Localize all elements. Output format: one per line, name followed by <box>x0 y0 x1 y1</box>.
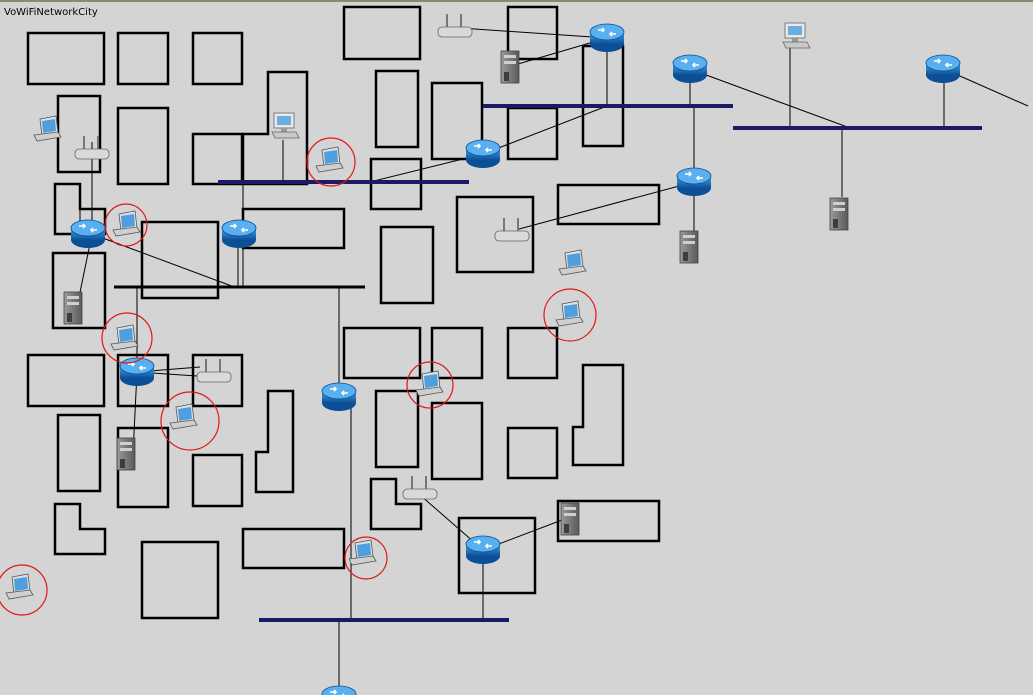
router-icon <box>465 139 501 169</box>
router-icon <box>465 535 501 565</box>
laptop-icon <box>169 403 198 430</box>
router-icon <box>70 219 106 249</box>
router-icon <box>221 219 257 249</box>
wireless-range-circle <box>104 203 148 247</box>
bus-lines <box>218 104 982 622</box>
wireless-range-circle <box>344 536 388 580</box>
access-point-icon <box>437 13 473 38</box>
wireless-range-circle <box>160 391 220 451</box>
router-icon <box>119 357 155 387</box>
server-icon <box>63 291 83 325</box>
router-icon <box>589 23 625 53</box>
workstation-icon <box>782 22 811 49</box>
access-point-icon <box>494 217 530 242</box>
server-icon <box>500 50 520 84</box>
laptop-icon <box>558 249 587 276</box>
wireless-range-circle <box>306 137 356 187</box>
laptop-icon <box>5 573 34 600</box>
server-icon <box>116 437 136 471</box>
wireless-range-circle <box>406 361 454 409</box>
wireless-range-circle <box>101 312 153 364</box>
router-icon <box>676 167 712 197</box>
wireless-range-circle <box>543 288 597 342</box>
laptop-icon <box>112 210 141 237</box>
wireless-range-circle <box>0 564 48 616</box>
laptop-icon <box>555 300 584 327</box>
workstations <box>271 22 811 139</box>
router-icon <box>321 685 357 695</box>
router-icon <box>672 54 708 84</box>
access-point-icon <box>196 358 232 383</box>
server-icon <box>829 197 849 231</box>
router-icon <box>321 382 357 412</box>
server-icon <box>560 502 580 536</box>
laptop-icon <box>110 324 139 351</box>
laptops <box>5 115 587 600</box>
server-icon <box>679 230 699 264</box>
routers <box>70 23 961 695</box>
workstation-icon <box>271 112 300 139</box>
laptop-icon <box>315 146 344 173</box>
router-icon <box>925 54 961 84</box>
laptop-icon <box>348 539 377 566</box>
window-title: VoWiFiNetworkCity <box>4 7 98 18</box>
wireless-circles <box>0 137 597 616</box>
servers <box>63 50 849 536</box>
